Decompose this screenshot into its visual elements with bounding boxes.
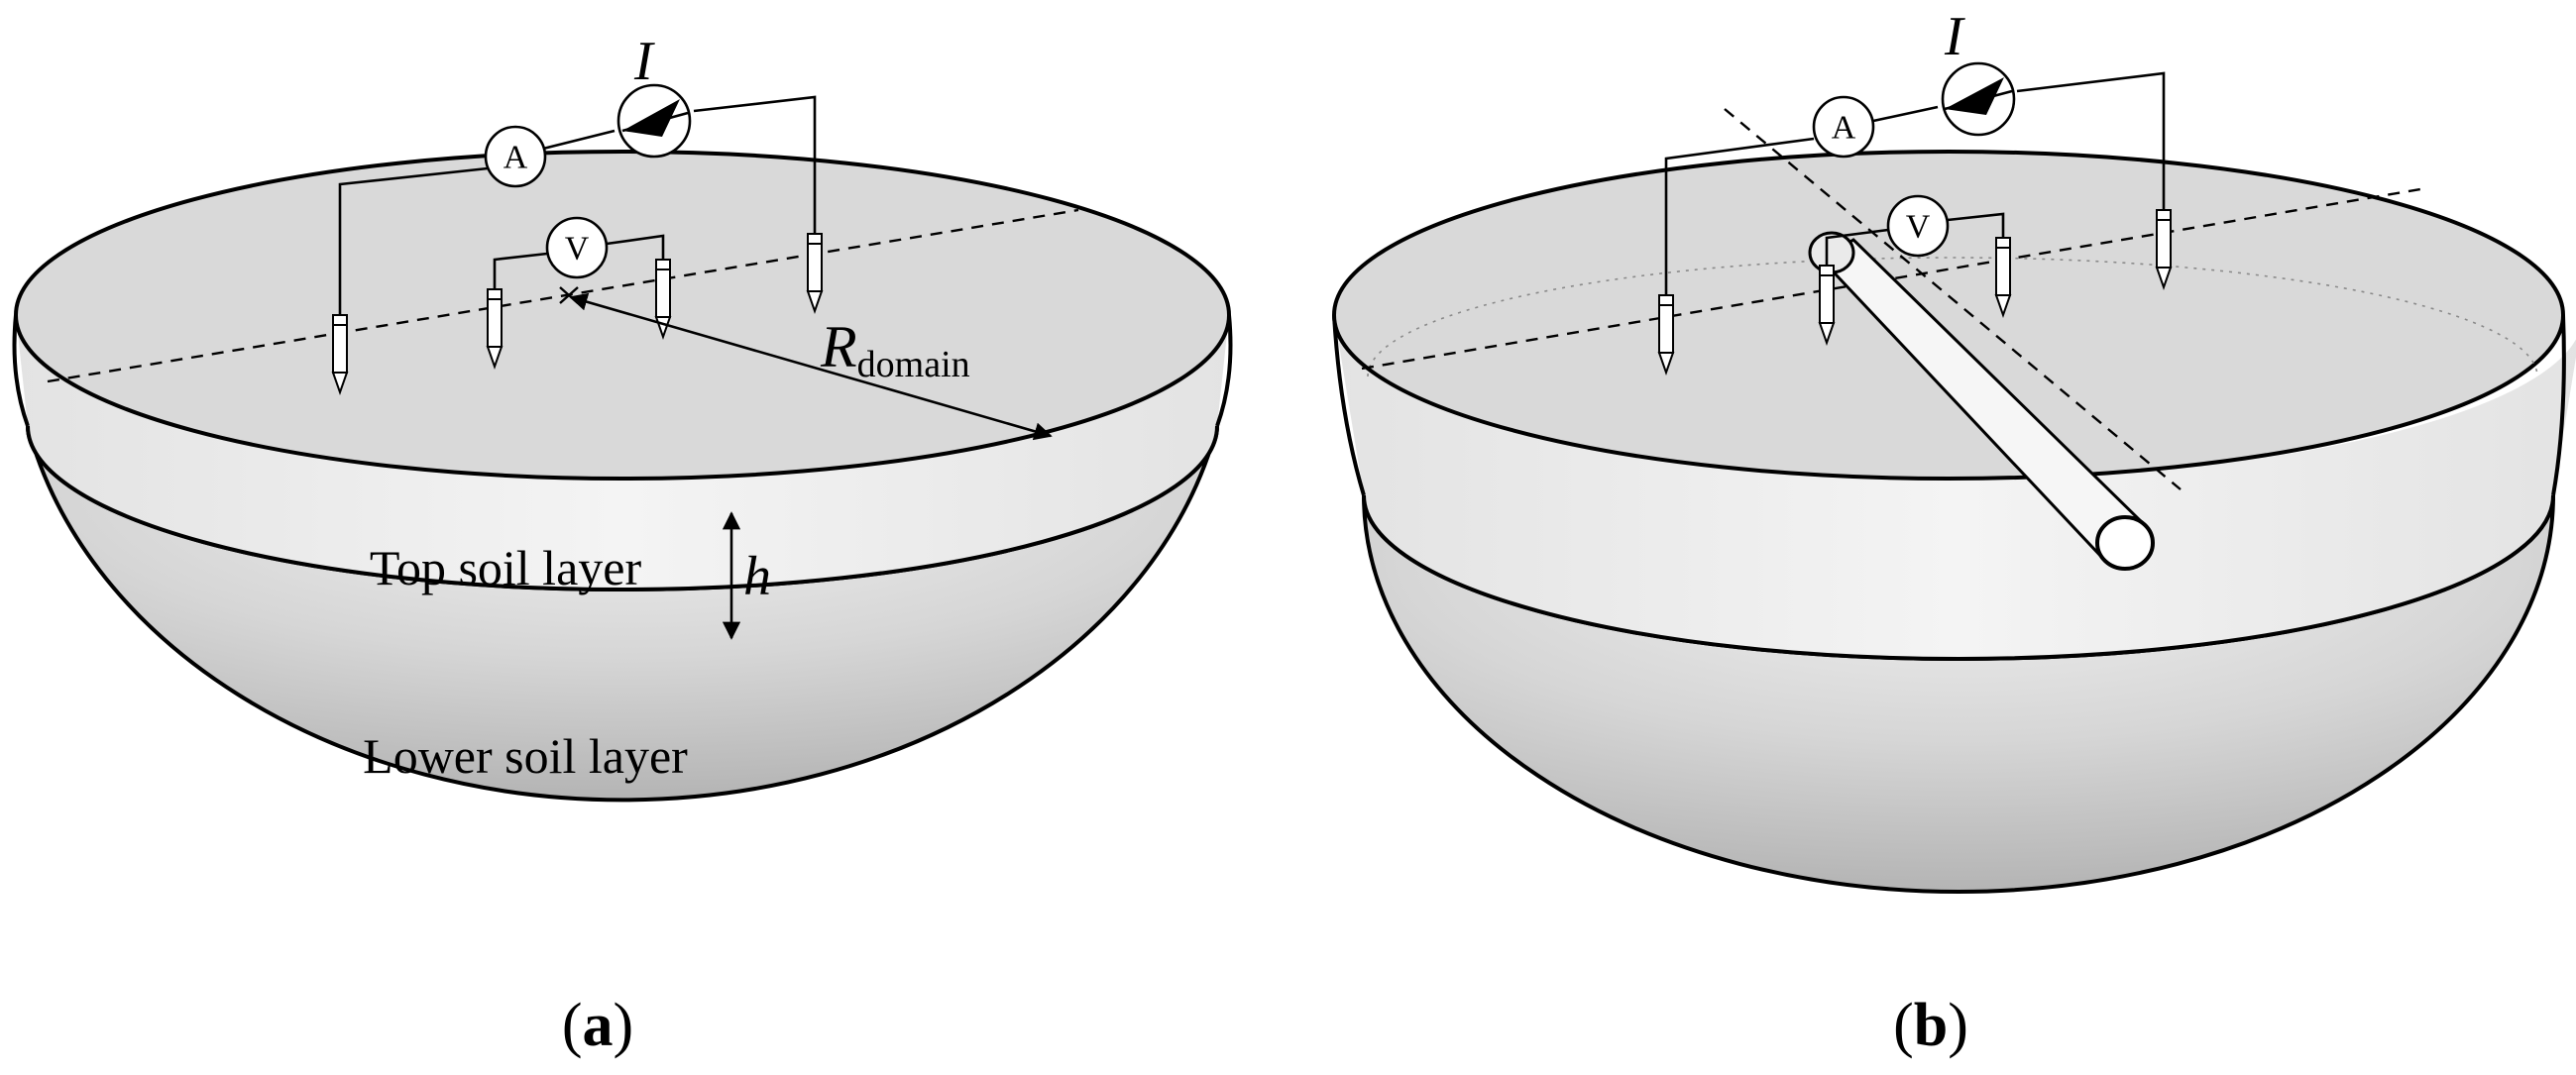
current-source-b <box>1941 61 2016 137</box>
survey-line <box>47 208 1079 383</box>
current-circuit-wire-mid <box>542 129 616 151</box>
ammeter: A <box>484 125 547 188</box>
ground-surface <box>14 150 1231 481</box>
potential-electrode-left <box>486 288 504 371</box>
current-circuit-wire-right-b <box>2016 71 2166 210</box>
current-source <box>616 83 692 159</box>
top-soil-layer-boundary-b <box>1362 494 2555 661</box>
radius-label: Rdomain <box>820 314 970 385</box>
bowl-side-edges-b <box>1332 314 2566 496</box>
height-symbol: h <box>743 546 771 607</box>
buried-pipe <box>1808 231 2155 571</box>
current-circuit-wire <box>338 166 489 315</box>
current-electrode-left-b <box>1657 294 1675 376</box>
top-soil-layer-label: Top soil layer <box>370 540 642 595</box>
voltmeter-b: V <box>1886 194 1950 258</box>
survey-line-b <box>1361 186 2427 371</box>
current-circuit-wire-b <box>1664 137 1815 295</box>
pipe-axis-line <box>1724 108 2182 490</box>
voltage-circuit-wire <box>493 252 548 289</box>
ammeter-label: A <box>504 140 528 176</box>
current-electrode-right-b <box>2155 209 2173 291</box>
potential-electrode-right-b <box>1994 237 2012 319</box>
top-soil-layer-shape-b <box>1334 315 2576 659</box>
voltage-circuit-wire-b <box>1825 228 1889 266</box>
top-soil-layer-boundary <box>26 425 1219 591</box>
current-circuit-wire-mid-b <box>1872 105 1939 123</box>
ammeter-label-b: A <box>1832 110 1856 147</box>
potential-electrode-left-b <box>1818 265 1836 347</box>
panel-a-caption: (a) <box>562 992 633 1059</box>
panel-b-caption: (b) <box>1893 992 1968 1059</box>
bowl-side-edges <box>12 314 1233 427</box>
hidden-layer-boundary <box>1367 257 2538 377</box>
top-soil-layer-shape <box>16 315 1229 590</box>
panel-b: A I V (b) <box>1332 6 2576 1059</box>
ammeter-b: A <box>1812 95 1875 159</box>
voltmeter-label: V <box>565 231 590 268</box>
lower-soil-layer-label: Lower soil layer <box>363 728 688 784</box>
voltmeter: V <box>545 216 609 279</box>
current-circuit-wire-right <box>693 95 817 234</box>
voltage-circuit-wire-right-b <box>1947 212 2005 238</box>
current-electrode-right <box>806 233 824 315</box>
panel-a: A I V Rdomain h Top soil layer Lower soi… <box>12 31 1233 1059</box>
radius-arrow <box>569 292 1053 441</box>
voltage-circuit-wire-right <box>606 234 665 260</box>
current-electrode-left <box>331 314 349 396</box>
current-symbol-b: I <box>1944 6 1965 67</box>
current-symbol: I <box>633 31 655 92</box>
voltmeter-label-b: V <box>1906 209 1931 246</box>
ground-surface-b <box>1332 150 2565 481</box>
